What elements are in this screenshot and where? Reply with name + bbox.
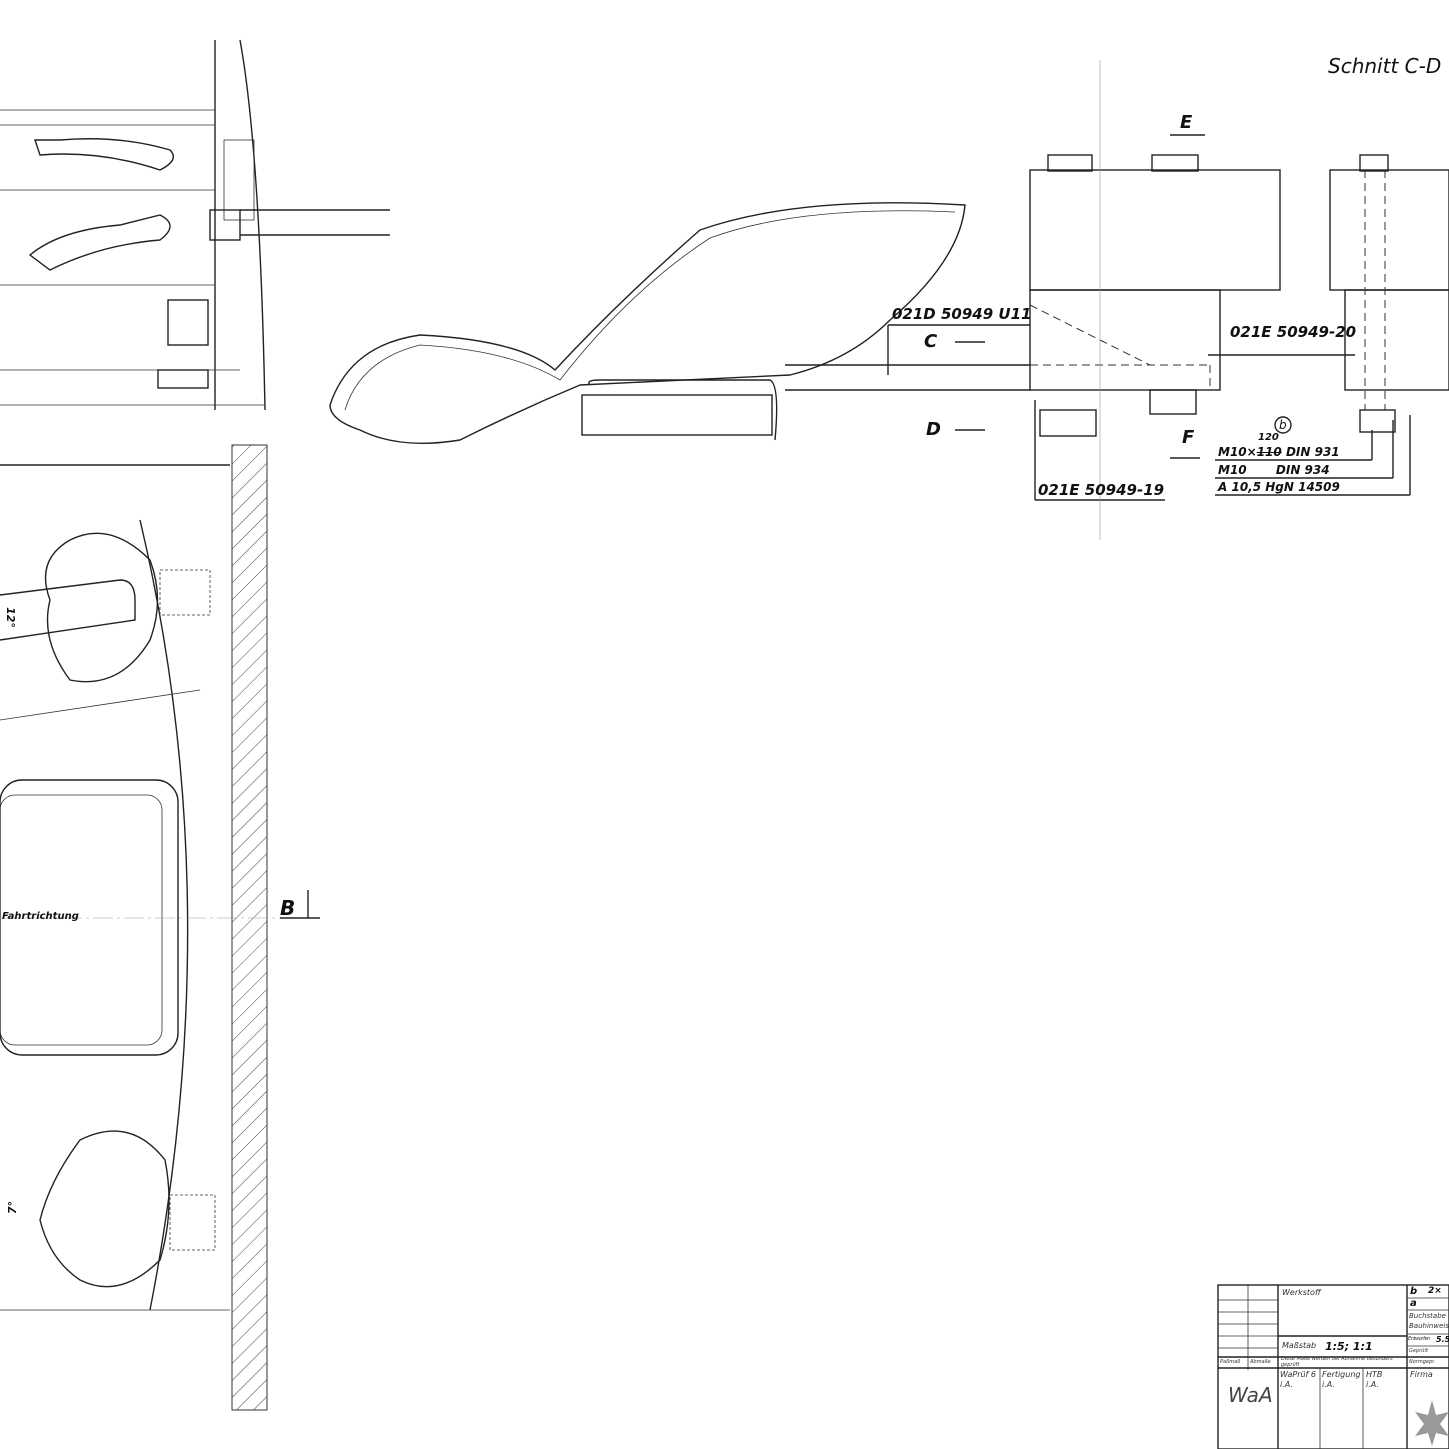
title-block-frame <box>1217 1284 1449 1449</box>
revision-a: a <box>1410 1298 1417 1309</box>
parts-row-washer: A 10,5 HgN 14509 <box>1218 480 1340 494</box>
section-marker-b: B <box>280 896 296 920</box>
fertigung-label: Fertigung <box>1322 1370 1361 1379</box>
parts-row-bolt: M10×110 DIN 931 <box>1218 446 1340 458</box>
bolt-std: DIN 931 <box>1285 445 1340 459</box>
org-label: WaA <box>1228 1383 1273 1407</box>
bauhinweis-label: Bauhinweis <box>1409 1322 1449 1330</box>
section-marker-f: F <box>1182 427 1195 448</box>
angle-label-top: 12° <box>3 607 17 628</box>
plan-view <box>0 444 320 1411</box>
section-marker-e: E <box>1180 112 1193 133</box>
part-number-19: 021E 50949-19 <box>1038 481 1165 499</box>
nut-spec: M10 <box>1218 463 1247 477</box>
top-left-view <box>0 39 390 411</box>
entworfen-date: 5.5 <box>1436 1335 1449 1344</box>
bolt-length-old: 110 <box>1256 445 1282 459</box>
seat-section <box>329 60 1449 540</box>
nut-std: DIN 934 <box>1275 463 1330 477</box>
dims-label: Abmaße <box>1250 1359 1271 1365</box>
section-title: Schnitt C-D <box>1328 54 1442 78</box>
angle-label-bottom: 7° <box>6 1200 20 1215</box>
fit-label: Paßmaß <box>1220 1359 1241 1365</box>
firma-star-logo <box>1415 1400 1449 1446</box>
entworfen-label: Entworfen <box>1408 1336 1430 1342</box>
geprueft-label: Geprüft <box>1409 1348 1429 1354</box>
scale-label: Maßstab <box>1282 1341 1317 1350</box>
part-number-20: 021E 50949-20 <box>1230 323 1357 341</box>
quantity: 2× <box>1428 1286 1442 1296</box>
direction-label: Fahrtrichtung <box>2 911 79 922</box>
section-marker-d: D <box>926 419 941 440</box>
acceptance-note: Diese Maße werden bei Abnahme besonders … <box>1281 1356 1393 1368</box>
htb-label: HTB <box>1366 1370 1383 1379</box>
bolt-length-new: 120 <box>1258 432 1279 443</box>
wapruef-label: WaPrüf 6 <box>1280 1370 1317 1379</box>
bolt-spec: M10× <box>1218 445 1257 459</box>
htb-ia: i.A. <box>1366 1380 1379 1389</box>
item-callout: b <box>1279 418 1287 432</box>
scale-value: 1:5; 1:1 <box>1325 1340 1373 1353</box>
section-marker-c: C <box>924 331 938 352</box>
part-number-u11: 021D 50949 U11 <box>892 305 1032 323</box>
firma-label: Firma <box>1410 1370 1433 1379</box>
buchstabe-label: Buchstabe <box>1409 1312 1446 1320</box>
wapruef-ia: i.A. <box>1280 1380 1293 1389</box>
material-label: Werkstoff <box>1282 1288 1321 1297</box>
fertigung-ia: i.A. <box>1322 1380 1335 1389</box>
revision-b: b <box>1410 1286 1418 1297</box>
normgepr-label: Normgepr. <box>1409 1359 1436 1365</box>
parts-row-nut: M10 DIN 934 <box>1218 464 1330 476</box>
